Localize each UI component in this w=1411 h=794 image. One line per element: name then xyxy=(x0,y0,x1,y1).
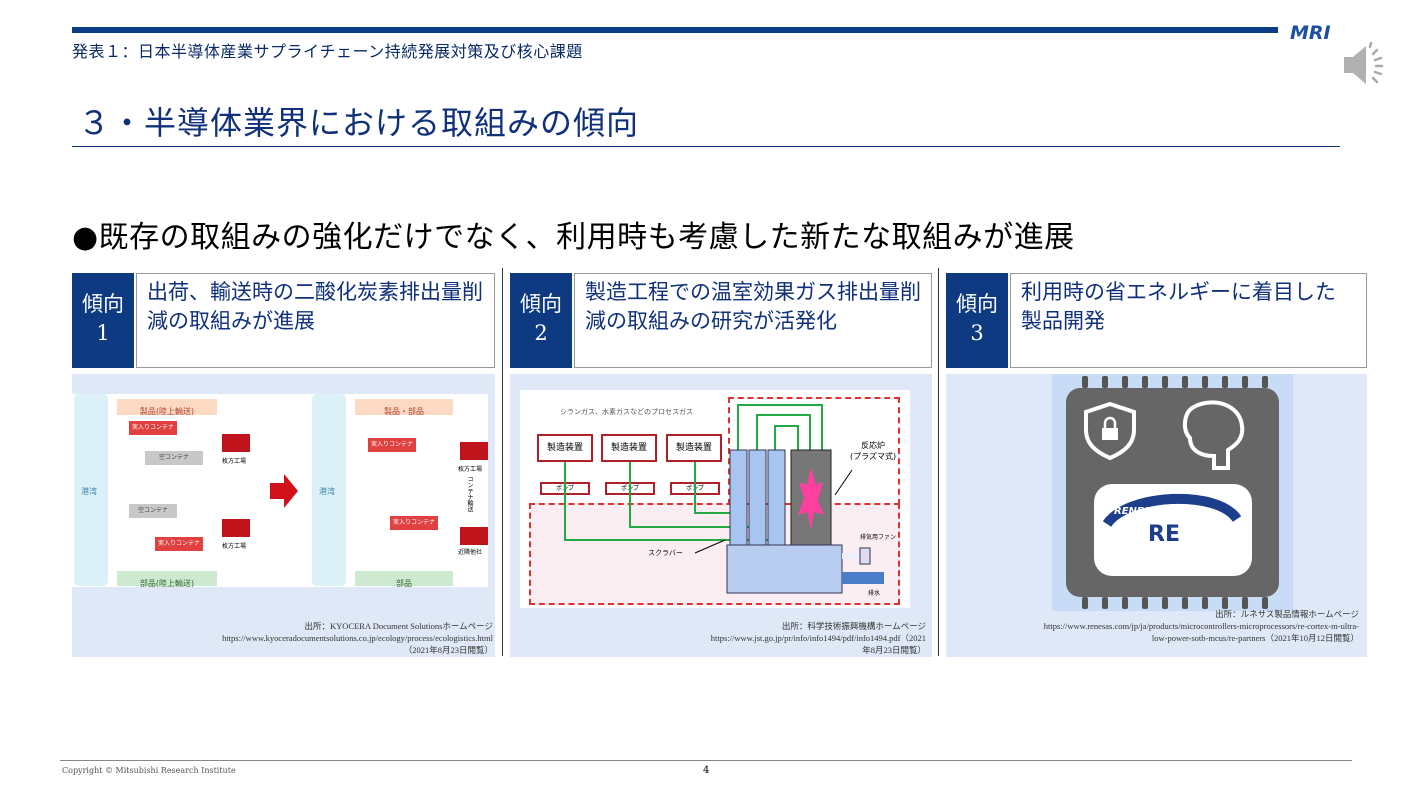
tag-number: 2 xyxy=(534,321,548,345)
source-date: 年8月23日閲覧） xyxy=(862,645,926,655)
products-parts-label: 製品・部品 xyxy=(384,407,424,416)
re-logo: RE xyxy=(1148,522,1180,547)
trend-heading-1: 出荷、輸送時の二酸化炭素排出量削減の取組みが進展 xyxy=(136,273,495,368)
full-container: 実入りコンテナ xyxy=(155,537,203,551)
tag-number: 1 xyxy=(96,321,110,345)
trend-tag-1: 傾向 1 xyxy=(72,273,134,368)
factory-label: 枚方工場 xyxy=(222,543,247,550)
source-citation: 出所：科学技術振興機構ホームページ https://www.jst.go.jp/… xyxy=(711,620,926,656)
source-date: low-power-sotb-mcus/re-partners（2021年10月… xyxy=(1151,633,1359,643)
source-date: （2021年8月23日閲覧） xyxy=(403,645,493,655)
header-bar xyxy=(72,27,1278,33)
source-line: 出所：ルネサス製品情報ホームページ xyxy=(1215,609,1359,619)
speaker-icon[interactable] xyxy=(1340,40,1392,90)
source-citation: 出所：ルネサス製品情報ホームページ https://www.renesas.co… xyxy=(1044,608,1359,644)
source-url[interactable]: https://www.jst.go.jp/pr/info/info1494/p… xyxy=(710,633,926,643)
trend-tag-3: 傾向 3 xyxy=(946,273,1008,368)
footer-divider xyxy=(60,760,1352,761)
land-transport-label: (陸上輸送) xyxy=(155,579,195,588)
factory-icon xyxy=(460,527,488,545)
column-divider xyxy=(502,268,503,656)
title-underline xyxy=(72,146,1340,147)
equipment-box: 製造装置 xyxy=(666,434,722,462)
trend-panel-3: RENESAS RE 出所：ルネサス製品情報ホームページ https://www… xyxy=(946,374,1367,657)
tag-label: 傾向 xyxy=(82,292,124,316)
source-url[interactable]: https://www.kyoceradocumentsolutions.co.… xyxy=(222,633,493,643)
slide-title: ３・半導体業界における取組みの傾向 xyxy=(78,104,640,142)
factory-label: 枚方工場 xyxy=(458,466,483,473)
mri-logo: MRI xyxy=(1290,22,1331,44)
factory-label: 枚方工場 xyxy=(222,458,247,465)
source-line: 出所：KYOCERA Document Solutionsホームページ xyxy=(304,621,493,631)
empty-container: 空コンテナ xyxy=(129,504,177,518)
source-citation: 出所：KYOCERA Document Solutionsホームページ http… xyxy=(222,620,493,656)
land-transport-label: (陸上輸送) xyxy=(155,407,195,416)
column-divider xyxy=(938,268,939,656)
equipment-box: 製造装置 xyxy=(537,434,593,462)
tag-label: 傾向 xyxy=(956,292,998,316)
page-number: 4 xyxy=(703,765,710,776)
full-container: 実入りコンテナ xyxy=(390,516,438,530)
trend-panel-2: シランガス、水素ガスなどのプロセスガス 製造装置 製造装置 製造装置 ポンプ ポ… xyxy=(510,374,932,657)
scrubber-label: スクラバー xyxy=(648,549,683,557)
products-label: 製品 xyxy=(139,407,156,416)
drain-label: 排水 xyxy=(868,590,881,597)
arrow-right-icon xyxy=(270,474,298,508)
microcontroller-chip-icon xyxy=(1066,376,1279,609)
nearby-company-label: 近隣他社 xyxy=(458,549,483,556)
port-label: 港湾 xyxy=(319,487,335,496)
trend-heading-2: 製造工程での温室効果ガス排出量削減の取組みの研究が活発化 xyxy=(574,273,932,368)
full-container: 実入りコンテナ xyxy=(129,421,177,435)
full-container: 実入りコンテナ xyxy=(368,438,416,452)
tag-number: 3 xyxy=(970,321,984,345)
chip-image: RENESAS RE xyxy=(1052,374,1293,611)
trend-panel-1: 港湾 製品(陸上輸送) 実入りコンテナ 空コンテナ 空コンテナ 実入りコンテナ … xyxy=(72,374,495,657)
parts-label: 部品 xyxy=(139,579,156,588)
renesas-logo: RENESAS xyxy=(1114,506,1166,517)
scrubber-diagram: シランガス、水素ガスなどのプロセスガス 製造装置 製造装置 製造装置 ポンプ ポ… xyxy=(520,390,910,608)
process-gas-label: シランガス、水素ガスなどのプロセスガス xyxy=(560,408,693,416)
trend-heading-3: 利用時の省エネルギーに着目した製品開発 xyxy=(1010,273,1367,368)
trend-tag-2: 傾向 2 xyxy=(510,273,572,368)
copyright: Copyright © Mitsubishi Research Institut… xyxy=(62,766,236,775)
port-label: 港湾 xyxy=(81,487,97,496)
parts-label: 部品 xyxy=(396,579,412,588)
logistics-diagram: 港湾 製品(陸上輸送) 実入りコンテナ 空コンテナ 空コンテナ 実入りコンテナ … xyxy=(72,394,488,588)
presentation-subtitle: 発表１：日本半導体産業サプライチェーン持続発展対策及び核心課題 xyxy=(72,42,583,61)
fan-label: 排気用ファン xyxy=(860,534,897,541)
source-url[interactable]: https://www.renesas.com/jp/ja/products/m… xyxy=(1043,621,1359,631)
container-transport-label: コンテナ輸送 xyxy=(466,476,473,512)
factory-icon xyxy=(222,434,250,452)
equipment-box: 製造装置 xyxy=(601,434,657,462)
empty-container: 空コンテナ xyxy=(145,451,203,465)
gas-flow-lines xyxy=(564,404,884,594)
source-line: 出所：科学技術振興機構ホームページ xyxy=(781,621,926,631)
tag-label: 傾向 xyxy=(520,292,562,316)
factory-icon xyxy=(222,519,250,537)
factory-icon xyxy=(460,442,488,460)
key-message: ●既存の取組みの強化だけでなく、利用時も考慮した新たな取組みが進展 xyxy=(72,220,1075,255)
reactor-label: 反応炉 (プラズマ式) xyxy=(850,441,897,461)
